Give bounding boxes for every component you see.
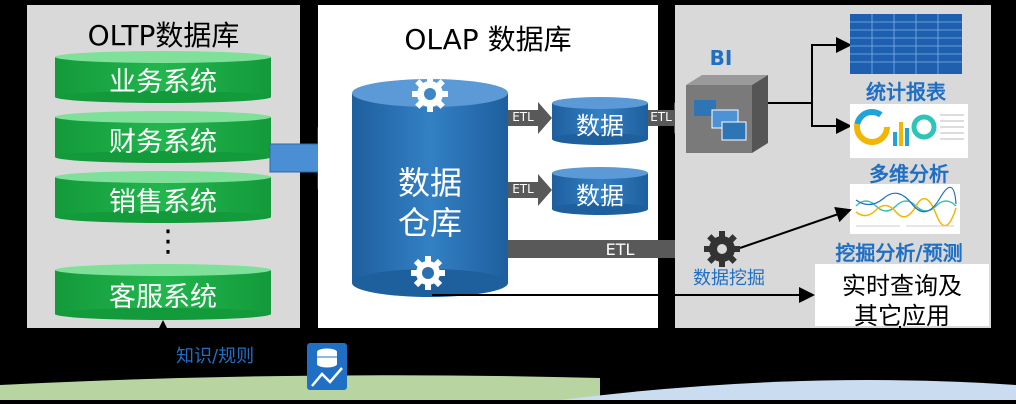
data-mining-gear-icon <box>704 231 740 267</box>
bottom-green-band <box>0 375 600 400</box>
system-label-service: 客服系统 <box>109 282 217 313</box>
warehouse-label-line1: 数据 <box>397 164 462 202</box>
system-cylinder-sales <box>55 171 271 223</box>
gear-icon <box>412 76 448 112</box>
oltp-title: OLTP数据库 <box>87 19 240 52</box>
knowledge-label: 知识/规则 <box>176 346 255 367</box>
oltp-ellipsis: ⋮ <box>153 224 183 259</box>
gear-icon <box>411 256 445 290</box>
olap-dashboard-thumbnail <box>850 104 968 158</box>
etl-arrow-bottom <box>508 230 705 268</box>
mining-chart-thumbnail <box>850 184 960 234</box>
warehouse-label-line2: 仓库 <box>397 204 462 242</box>
etl-arrow-mid <box>508 174 552 206</box>
mining-connector <box>739 207 852 249</box>
knowledge-database-icon <box>307 343 347 390</box>
report-label: 统计报表 <box>866 80 946 104</box>
data-mart-label-top: 数据 <box>576 112 624 140</box>
system-cylinder-business <box>55 51 271 103</box>
olap-title: OLAP 数据库 <box>404 23 572 56</box>
report-table-thumbnail <box>850 14 962 74</box>
etl-label-bottom: ETL <box>605 240 635 259</box>
etl-label-bi: ETL <box>650 110 672 124</box>
system-cylinder-finance <box>55 111 271 163</box>
realtime-query-box <box>815 264 989 326</box>
etl-label-mid: ETL <box>512 182 534 196</box>
bi-connector <box>811 103 852 134</box>
mining-analysis-label: 挖掘分析/预测 <box>835 241 963 265</box>
etl-label-top: ETL <box>512 110 534 124</box>
realtime-label-line2: 其它应用 <box>854 302 950 330</box>
bi-connector <box>768 37 852 104</box>
data-mart-cylinder-top <box>552 97 648 145</box>
bi-cube-icon <box>686 75 768 153</box>
bi-label: BI <box>709 46 733 70</box>
realtime-label-line1: 实时查询及 <box>842 272 962 300</box>
etl-arrow-top <box>508 102 552 134</box>
data-mart-label-mid: 数据 <box>576 182 624 210</box>
data-mining-label: 数据挖掘 <box>693 268 765 289</box>
bottom-blue-band <box>560 380 1016 400</box>
data-mart-cylinder-mid <box>552 167 648 215</box>
system-label-business: 业务系统 <box>109 67 217 98</box>
system-label-finance: 财务系统 <box>109 127 217 158</box>
olap-analysis-label: 多维分析 <box>869 162 949 186</box>
system-label-sales: 销售系统 <box>109 187 217 218</box>
system-cylinder-service <box>55 264 271 320</box>
